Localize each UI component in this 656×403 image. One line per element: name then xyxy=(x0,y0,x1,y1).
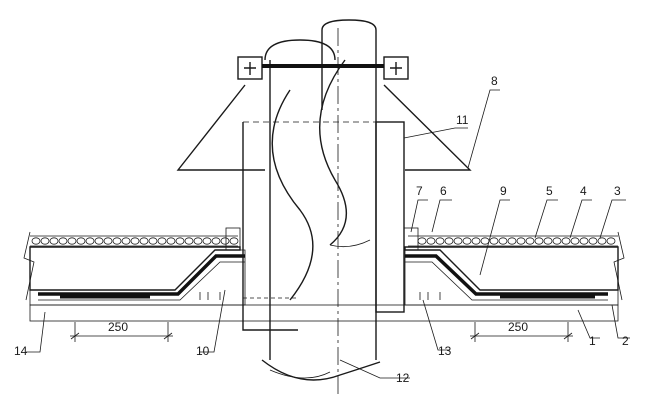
gravel-pebble xyxy=(597,237,607,245)
gravel-pebble xyxy=(552,237,562,245)
pipe-clamp xyxy=(237,56,409,80)
gravel-pebble xyxy=(507,237,517,245)
dimension-right: 250 xyxy=(508,320,528,334)
callout-14: 14 xyxy=(14,344,28,358)
gravel-pebble xyxy=(444,237,454,245)
gravel-pebble xyxy=(175,237,185,245)
gravel-pebble xyxy=(148,237,158,245)
gravel-pebble xyxy=(471,237,481,245)
callout-4: 4 xyxy=(580,184,587,198)
gravel-pebble xyxy=(202,237,212,245)
gravel-pebble xyxy=(184,237,194,245)
gravel-pebble xyxy=(462,237,472,245)
gravel-pebble xyxy=(453,237,463,245)
callout-6: 6 xyxy=(440,184,447,198)
gravel-pebble xyxy=(516,237,526,245)
gravel-pebble xyxy=(525,237,535,245)
gravel-pebble xyxy=(121,237,131,245)
callout-2: 2 xyxy=(622,334,629,348)
callout-12: 12 xyxy=(396,371,410,385)
gravel-pebble xyxy=(94,237,104,245)
gravel-pebble xyxy=(229,237,239,245)
gravel-pebble xyxy=(498,237,508,245)
callout-11: 11 xyxy=(456,113,469,127)
gravel-pebble xyxy=(85,237,95,245)
callout-13: 13 xyxy=(438,344,452,358)
gravel-pebble xyxy=(570,237,580,245)
gravel-pebble xyxy=(435,237,445,245)
gravel-layer xyxy=(31,237,616,245)
callout-9: 9 xyxy=(500,184,507,198)
gravel-pebble xyxy=(112,237,122,245)
gravel-pebble xyxy=(58,237,68,245)
base-slab xyxy=(29,304,619,322)
gravel-pebble xyxy=(211,237,221,245)
break-lines xyxy=(23,231,625,301)
callout-10: 10 xyxy=(196,344,210,358)
callout-1: 1 xyxy=(589,334,596,348)
gravel-pebble xyxy=(49,237,59,245)
membrane-layers xyxy=(38,254,608,301)
gravel-bounds xyxy=(30,235,618,247)
gravel-pebble xyxy=(157,237,167,245)
gravel-pebble xyxy=(426,237,436,245)
callout-5: 5 xyxy=(546,184,553,198)
gravel-pebble xyxy=(561,237,571,245)
gravel-pebble xyxy=(606,237,616,245)
gravel-pebble xyxy=(193,237,203,245)
umbrella-cone xyxy=(176,84,472,171)
gravel-pebble xyxy=(76,237,86,245)
gravel-pebble xyxy=(103,237,113,245)
gravel-pebble xyxy=(579,237,589,245)
gravel-pebble xyxy=(166,237,176,245)
gravel-pebble xyxy=(130,237,140,245)
gravel-pebble xyxy=(220,237,230,245)
gravel-pebble xyxy=(139,237,149,245)
insulation-layer xyxy=(29,246,619,291)
anchor-bolts xyxy=(199,292,441,300)
gravel-pebble xyxy=(543,237,553,245)
gravel-pebble xyxy=(67,237,77,245)
gravel-pebble xyxy=(417,237,427,245)
callout-3: 3 xyxy=(614,184,621,198)
gravel-pebble xyxy=(40,237,50,245)
dimension-left: 250 xyxy=(108,320,128,334)
main-pipe xyxy=(261,19,381,395)
gravel-pebble xyxy=(480,237,490,245)
seal-collar xyxy=(375,121,405,313)
gravel-pebble xyxy=(588,237,598,245)
leader-lines xyxy=(26,89,630,379)
gravel-pebble xyxy=(489,237,499,245)
sealant-clamps xyxy=(225,227,419,251)
gravel-pebble xyxy=(534,237,544,245)
callout-8: 8 xyxy=(491,74,498,88)
dimension-lines xyxy=(70,322,573,342)
callout-7: 7 xyxy=(416,184,423,198)
gravel-pebble xyxy=(31,237,41,245)
